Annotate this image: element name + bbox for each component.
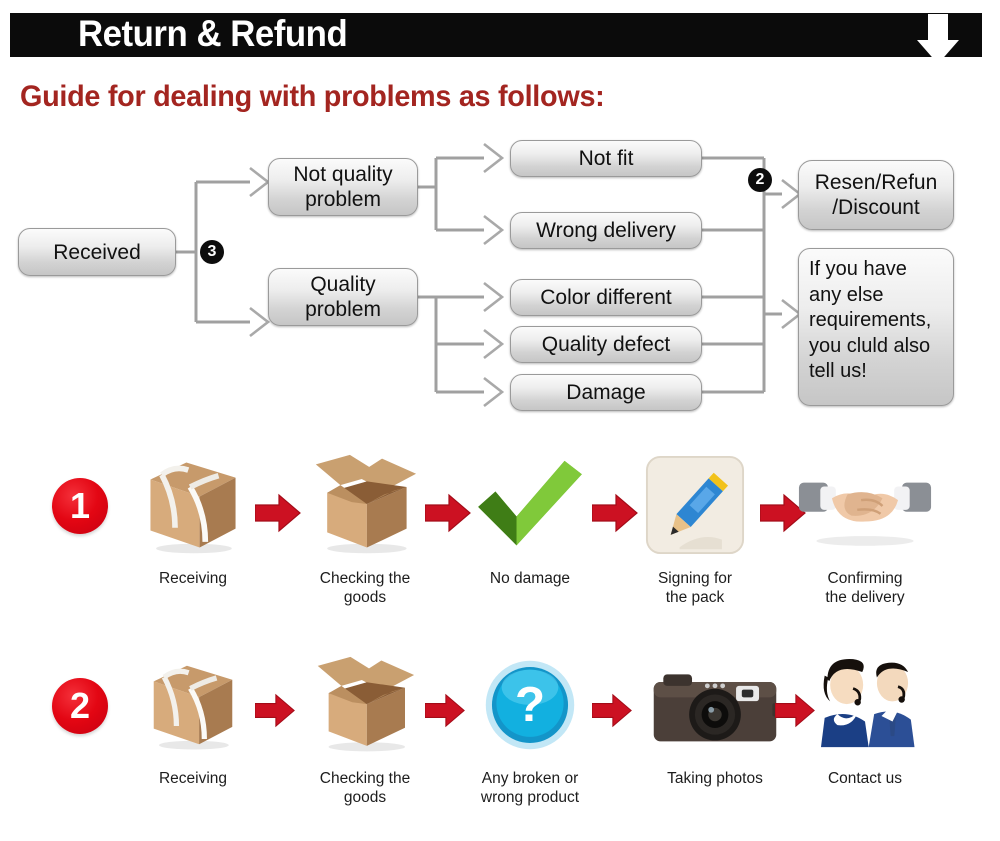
blue-question-icon: ? (455, 645, 605, 765)
node-received[interactable]: Received (18, 228, 176, 276)
step-row-1: 1 Receiving (0, 445, 1000, 635)
node-damage[interactable]: Damage (510, 374, 702, 411)
guide-subtitle: Guide for dealing with problems as follo… (20, 80, 605, 113)
step-receiving-1: Receiving (118, 445, 268, 588)
handshake-icon (790, 445, 940, 565)
red-right-arrow-icon (254, 693, 301, 733)
node-resend-refund-discount[interactable]: Resen/Refun /Discount (798, 160, 954, 230)
step-confirming-delivery: Confirming the delivery (790, 445, 940, 607)
step-checking-goods-2: Checking the goods (290, 645, 440, 807)
node-quality-defect[interactable]: Quality defect (510, 326, 702, 363)
step-row-2: 2 Receiving (0, 645, 1000, 835)
step-label: No damage (489, 570, 571, 587)
step-no-damage: No damage (455, 445, 605, 588)
red-right-arrow-icon (424, 693, 471, 733)
step-label: Any broken or wrong product (480, 770, 580, 806)
step-label: Checking the goods (319, 570, 411, 606)
step-taking-photos: Taking photos (640, 645, 790, 788)
step-checking-goods-1: Checking the goods (290, 445, 440, 607)
down-arrow-icon (915, 14, 961, 66)
step-label: Receiving (158, 570, 228, 587)
node-quality-problem[interactable]: Quality problem (268, 268, 418, 326)
support-agents-icon (790, 645, 940, 765)
node-else-requirements[interactable]: If you have any else requirements, you c… (798, 248, 954, 406)
header-bar (10, 13, 982, 57)
step-row-1-badge: 1 (52, 478, 108, 534)
red-right-arrow-icon (591, 693, 638, 733)
open-box-icon (290, 645, 440, 765)
svg-text:?: ? (515, 677, 545, 732)
sealed-box-icon (118, 445, 268, 565)
sealed-box-icon (118, 645, 268, 765)
step-signing-pack: Signing for the pack (620, 445, 770, 607)
step-row-2-badge: 2 (52, 678, 108, 734)
badge-branch-three: 3 (200, 240, 224, 264)
step-any-broken-wrong: ? Any broken or wrong product (455, 645, 605, 807)
step-receiving-2: Receiving (118, 645, 268, 788)
page-title: Return & Refund (78, 13, 348, 54)
node-wrong-delivery[interactable]: Wrong delivery (510, 212, 702, 249)
step-label: Confirming the delivery (825, 570, 905, 606)
open-box-icon (290, 445, 440, 565)
pencil-signing-icon (620, 445, 770, 565)
step-label: Contact us (827, 770, 903, 787)
step-label: Receiving (158, 770, 228, 787)
step-label: Checking the goods (319, 770, 411, 806)
red-right-arrow-icon (254, 493, 301, 533)
step-label: Taking photos (667, 770, 763, 787)
step-contact-us: Contact us (790, 645, 940, 788)
node-not-quality-problem[interactable]: Not quality problem (268, 158, 418, 216)
red-right-arrow-icon (759, 493, 806, 533)
green-check-icon (455, 445, 605, 565)
camera-icon (640, 645, 790, 765)
step-label: Signing for the pack (657, 570, 733, 606)
badge-branch-two: 2 (748, 168, 772, 192)
node-not-fit[interactable]: Not fit (510, 140, 702, 177)
process-steps: 1 Receiving (0, 445, 1000, 841)
red-right-arrow-icon (774, 693, 821, 733)
red-right-arrow-icon (591, 493, 638, 533)
red-right-arrow-icon (424, 493, 471, 533)
return-flowchart: Received 3 Not quality problem Quality p… (0, 130, 1000, 430)
node-color-different[interactable]: Color different (510, 279, 702, 316)
